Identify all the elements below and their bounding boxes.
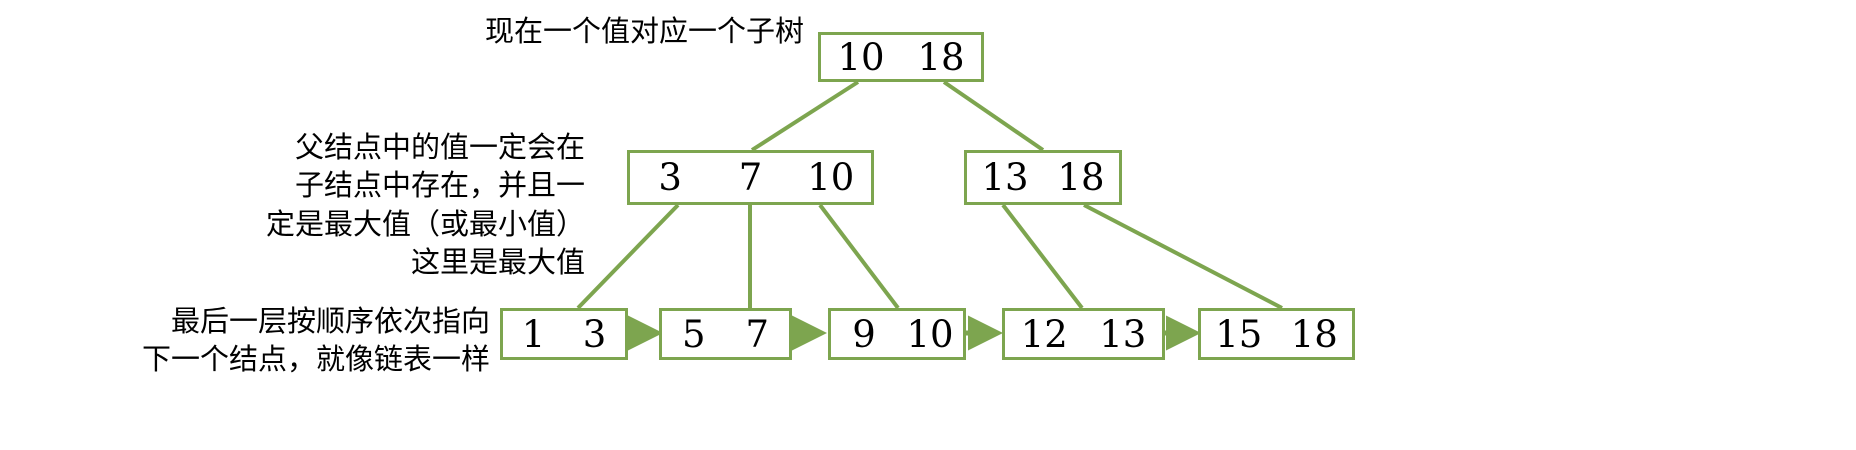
node-leaf-3[interactable]: 9 10	[828, 308, 966, 360]
note-top: 现在一个值对应一个子树	[485, 14, 805, 48]
node-internal-left-key-1: 7	[738, 156, 763, 199]
node-internal-right[interactable]: 13 18	[964, 150, 1122, 205]
node-root[interactable]: 10 18	[818, 32, 984, 82]
node-internal-left[interactable]: 3 7 10	[627, 150, 874, 205]
edge-left-to-leaf3	[818, 203, 900, 310]
node-internal-right-key-0: 13	[981, 156, 1029, 199]
node-root-key-1: 18	[917, 35, 965, 79]
node-leaf-4-key-1: 13	[1099, 312, 1147, 356]
edge-root-to-left	[750, 80, 860, 152]
node-internal-left-key-2: 10	[807, 156, 855, 199]
node-leaf-2-key-1: 7	[745, 312, 770, 356]
node-leaf-5-key-1: 18	[1290, 312, 1338, 356]
node-internal-right-key-1: 18	[1057, 156, 1105, 199]
node-leaf-4[interactable]: 12 13	[1002, 308, 1165, 360]
node-leaf-3-key-1: 10	[906, 312, 954, 356]
node-leaf-2[interactable]: 5 7	[659, 308, 792, 360]
node-leaf-1-key-1: 3	[582, 312, 607, 356]
edge-left-to-leaf1	[576, 203, 680, 310]
node-leaf-5[interactable]: 15 18	[1198, 308, 1355, 360]
node-leaf-5-key-0: 15	[1215, 312, 1263, 356]
node-leaf-1[interactable]: 1 3	[500, 308, 628, 360]
node-root-key-0: 10	[837, 35, 885, 79]
node-internal-left-key-0: 3	[658, 156, 682, 199]
note-parent-rule: 父结点中的值一定会在 子结点中存在，并且一 定是最大值（或最小值） 这里是最大值	[265, 130, 585, 279]
edge-root-to-right	[942, 80, 1045, 152]
edge-right-to-leaf5	[1083, 203, 1283, 310]
node-leaf-3-key-0: 9	[852, 312, 876, 356]
node-leaf-1-key-0: 1	[521, 312, 546, 356]
node-leaf-2-key-0: 5	[681, 312, 706, 356]
edge-right-to-leaf4	[1001, 203, 1084, 310]
note-leaf-chain: 最后一层按顺序依次指向 下一个结点，就像链表一样	[141, 304, 490, 377]
node-leaf-4-key-0: 12	[1020, 312, 1068, 356]
